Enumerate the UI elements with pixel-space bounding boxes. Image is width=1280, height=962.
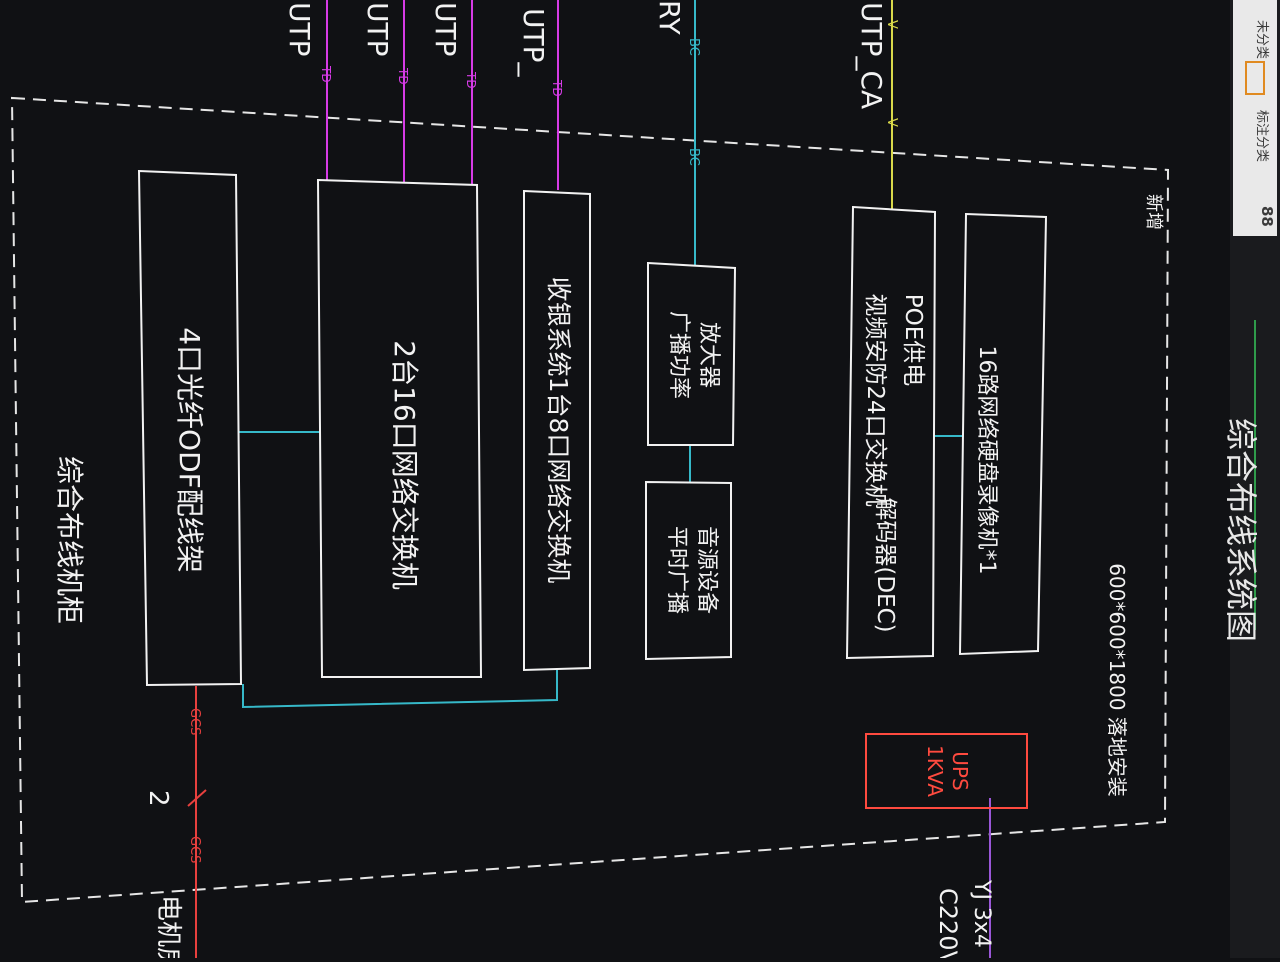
unclassified-checkbox[interactable]	[1245, 61, 1265, 95]
cabinet-dashed-outline	[10, 96, 1170, 904]
ups-label-1: 1KVA	[923, 745, 947, 797]
amplifier-label-2: 放大器	[696, 322, 721, 388]
utp-label-3: UTP	[429, 2, 462, 56]
nvr-label: 16路网络硬盘录像机*1	[974, 346, 999, 575]
audio-label-2: 音源设备	[694, 526, 719, 614]
power-label-a: C220V	[934, 888, 962, 958]
nvr-box	[958, 212, 1048, 656]
audio-label-1: 平时广播	[664, 526, 689, 614]
annotation-toolbar[interactable]	[1233, 0, 1277, 236]
grid-icon: 88	[1258, 206, 1276, 227]
gcs-line	[187, 686, 207, 958]
poe-switch-label-2: POE供电	[900, 294, 926, 387]
cash-switch-label: 收银系统1台8口网络交换机	[544, 277, 573, 584]
gcs-count: 2	[143, 790, 173, 807]
equipment-boxes	[137, 169, 1048, 687]
toolbar-item1-text: 标注分类	[1254, 110, 1269, 162]
td-tag-2: TD	[396, 67, 410, 85]
internal-links	[238, 431, 963, 709]
v-tag-1: V	[884, 20, 899, 29]
audio-source-box	[645, 480, 732, 661]
utp-label-4: UTP_	[517, 8, 550, 77]
td-lines	[326, 0, 559, 190]
poe-switch-label-1: 视频安防24口交换机	[862, 293, 888, 506]
switch16-label: 2台16口网络交换机	[388, 340, 421, 589]
gcs-tag-1: GCS	[187, 708, 202, 735]
room-label: 电机房	[153, 895, 183, 958]
ups-box	[865, 733, 1028, 809]
cabinet-size-note: 600*600*1800 落地安装	[1105, 563, 1129, 797]
amplifier-label-1: 广播功率	[666, 311, 691, 399]
amplifier-box	[647, 261, 737, 446]
decoder-label: 解码器(DEC)	[872, 497, 898, 632]
toolbar-item-unclassified[interactable]: 未分类	[1254, 20, 1269, 59]
ups-label-2: UPS	[948, 751, 972, 790]
poe-switch-box	[845, 205, 937, 660]
switch16-box	[316, 178, 483, 678]
toolbar-item-label[interactable]: 标注分类	[1254, 110, 1269, 162]
utp-label-2: UTP	[361, 2, 394, 56]
new-tag: 新增	[1143, 194, 1164, 230]
td-tag-3: TD	[464, 71, 478, 89]
odf-box	[137, 169, 243, 687]
cash-switch-box	[523, 189, 591, 672]
v-tag-2: V	[884, 118, 899, 127]
bc-tag-1: BC	[686, 38, 701, 56]
utp-ca-label: UTP_CA	[855, 2, 888, 109]
toolbar-item2-text: 未分类	[1254, 20, 1269, 59]
cabinet-title: 综合布线机柜	[53, 456, 86, 624]
toolbar-icon-88[interactable]: 88	[1258, 206, 1276, 227]
odf-label: 4口光纤ODF配线架	[173, 327, 206, 573]
power-label-b: YJ 3x4	[969, 879, 994, 948]
utp-label-1: UTP	[283, 2, 316, 56]
bc-tag-2: BC	[686, 148, 701, 166]
td-tag-1: TD	[319, 65, 333, 83]
td-tag-4: TD	[550, 79, 564, 97]
gcs-tag-2: GCS	[187, 836, 202, 863]
ry-label: RY	[653, 0, 686, 36]
diagram-title: 综合布线系统图	[1222, 418, 1260, 642]
